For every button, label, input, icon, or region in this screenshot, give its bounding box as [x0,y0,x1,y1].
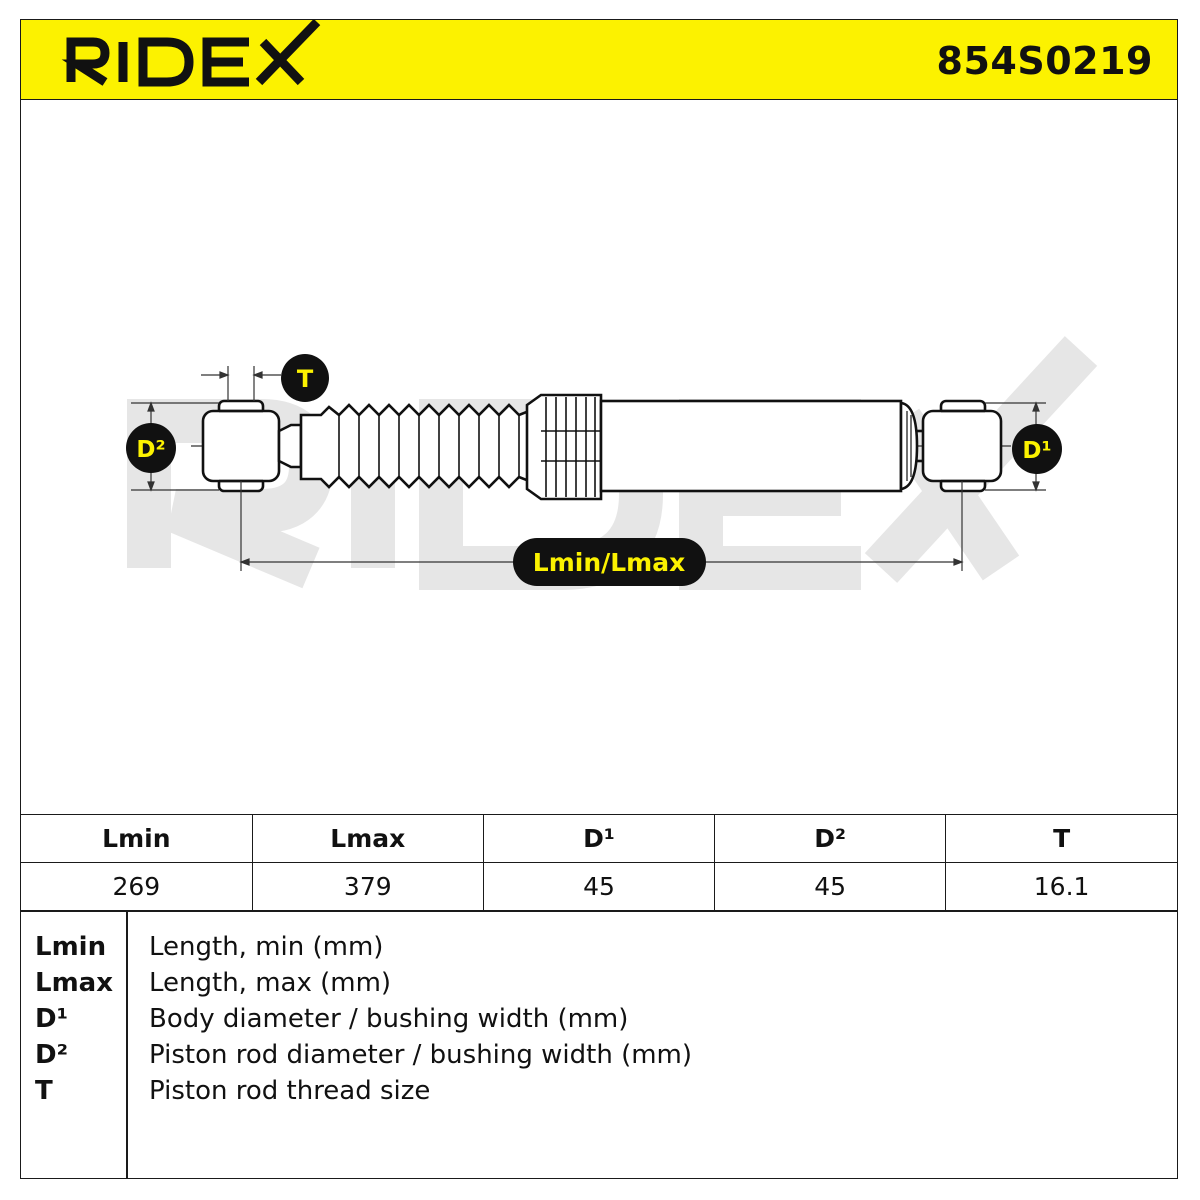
piston-rod-connector [277,423,303,469]
spec-header-t: T [945,814,1177,863]
left-eye-bushing [201,399,281,493]
spec-table-value-row: 269 379 45 45 16.1 [21,862,1177,911]
spec-value-lmax: 379 [251,862,484,911]
ridex-logo [61,20,321,87]
shock-absorber-drawing: T D² D¹ [126,336,1098,590]
spec-header-lmax: Lmax [251,814,484,863]
legend-row: Lmax Length, max (mm) [21,968,1177,1004]
badge-t: T [281,354,329,402]
legend-description: Body diameter / bushing width (mm) [149,1004,629,1034]
legend-row: T Piston rod thread size [21,1076,1177,1112]
header-bar: 854S0219 [21,20,1177,100]
legend-description: Length, max (mm) [149,968,392,998]
spec-value-d2: 45 [714,862,947,911]
right-eye-bushing [921,399,1003,493]
spec-header-d1: D¹ [482,814,716,863]
badge-t-label: T [297,365,314,393]
spec-table-header-row: Lmin Lmax D¹ D² T [21,814,1177,863]
legend-row: Lmin Length, min (mm) [21,932,1177,968]
legend-divider [126,912,128,1179]
badge-d1: D¹ [1012,424,1062,474]
badge-length-label: Lmin/Lmax [533,548,685,577]
datasheet-frame: 854S0219 [20,19,1178,1179]
spec-value-d1: 45 [482,862,716,911]
legend-key: D¹ [35,1004,68,1034]
legend-row: D¹ Body diameter / bushing width (mm) [21,1004,1177,1040]
legend-key: T [35,1076,53,1106]
spec-header-lmin: Lmin [21,814,253,863]
badge-d2-label: D² [136,437,165,463]
body-tube [599,399,925,493]
badge-d2: D² [126,423,176,473]
part-number: 854S0219 [936,39,1153,83]
legend-key: D² [35,1040,68,1070]
legend-description: Piston rod diameter / bushing width (mm) [149,1040,693,1070]
spec-value-lmin: 269 [21,862,253,911]
legend-key: Lmin [35,932,107,962]
legend-description: Length, min (mm) [149,932,384,962]
badge-d1-label: D¹ [1022,438,1051,464]
badge-length: Lmin/Lmax [513,538,706,586]
spec-table: Lmin Lmax D¹ D² T 269 379 45 45 16.1 [21,814,1177,911]
spec-header-d2: D² [714,814,947,863]
legend: Lmin Length, min (mm) Lmax Length, max (… [21,911,1177,1179]
dimension-d2 [131,401,219,492]
legend-row: D² Piston rod diameter / bushing width (… [21,1040,1177,1076]
legend-key: Lmax [35,968,113,998]
dust-boot [299,403,531,489]
body-top-cap [525,393,603,501]
legend-description: Piston rod thread size [149,1076,431,1106]
spec-value-t: 16.1 [945,862,1177,911]
dimension-t [201,366,281,401]
